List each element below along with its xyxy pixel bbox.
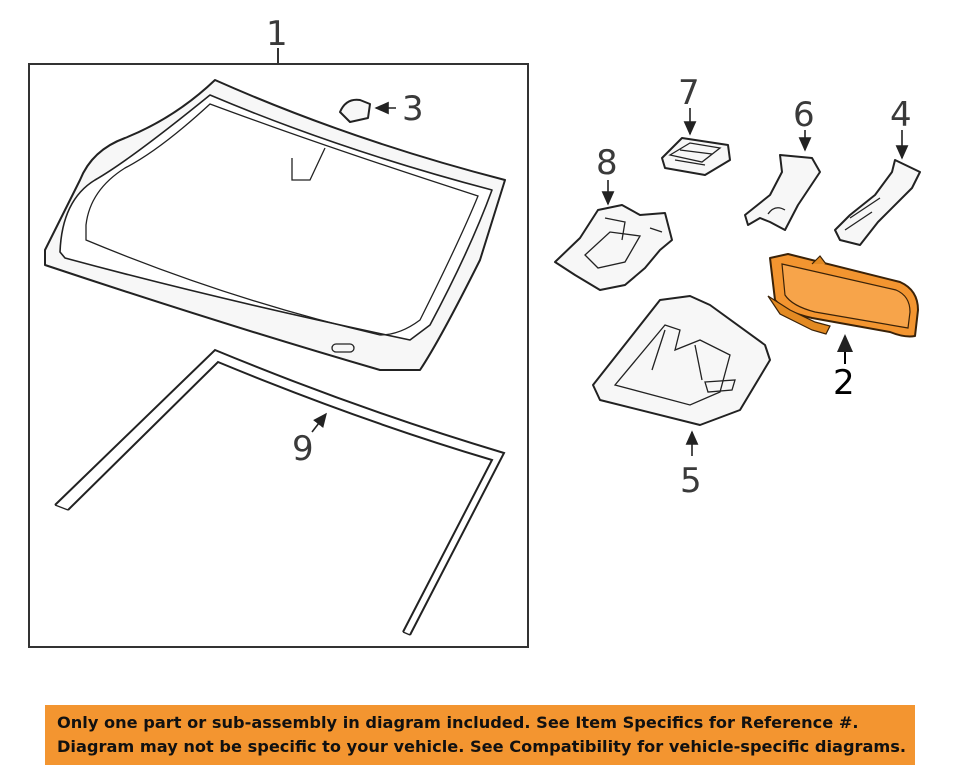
- callout-8: 8: [596, 143, 618, 183]
- sensor-part-3: [339, 98, 371, 123]
- callout-4: 4: [890, 95, 912, 135]
- callout-9: 9: [292, 429, 314, 469]
- molding-part-9: [54, 348, 506, 636]
- windshield-glass: [44, 79, 506, 371]
- rearview-mirror-part-2: [767, 253, 919, 338]
- cover-part-7: [661, 137, 731, 176]
- notice-line-2: Diagram may not be specific to your vehi…: [57, 737, 907, 756]
- callout-7: 7: [678, 73, 700, 113]
- notice-line-1: Only one part or sub-assembly in diagram…: [57, 713, 859, 732]
- callout-2: 2: [833, 363, 855, 403]
- notice-banner: Only one part or sub-assembly in diagram…: [45, 705, 915, 765]
- parts-diagram: 1 3 9 7 6 4: [28, 14, 921, 648]
- cover-part-6: [744, 154, 821, 231]
- console-part-5: [592, 295, 771, 426]
- callout-3: 3: [402, 89, 424, 129]
- cover-part-4: [834, 159, 921, 246]
- callout-5: 5: [680, 461, 702, 501]
- callout-6: 6: [793, 95, 815, 135]
- callout-9-arrow: [311, 412, 327, 433]
- callout-1: 1: [266, 14, 288, 54]
- bracket-part-8: [554, 204, 673, 291]
